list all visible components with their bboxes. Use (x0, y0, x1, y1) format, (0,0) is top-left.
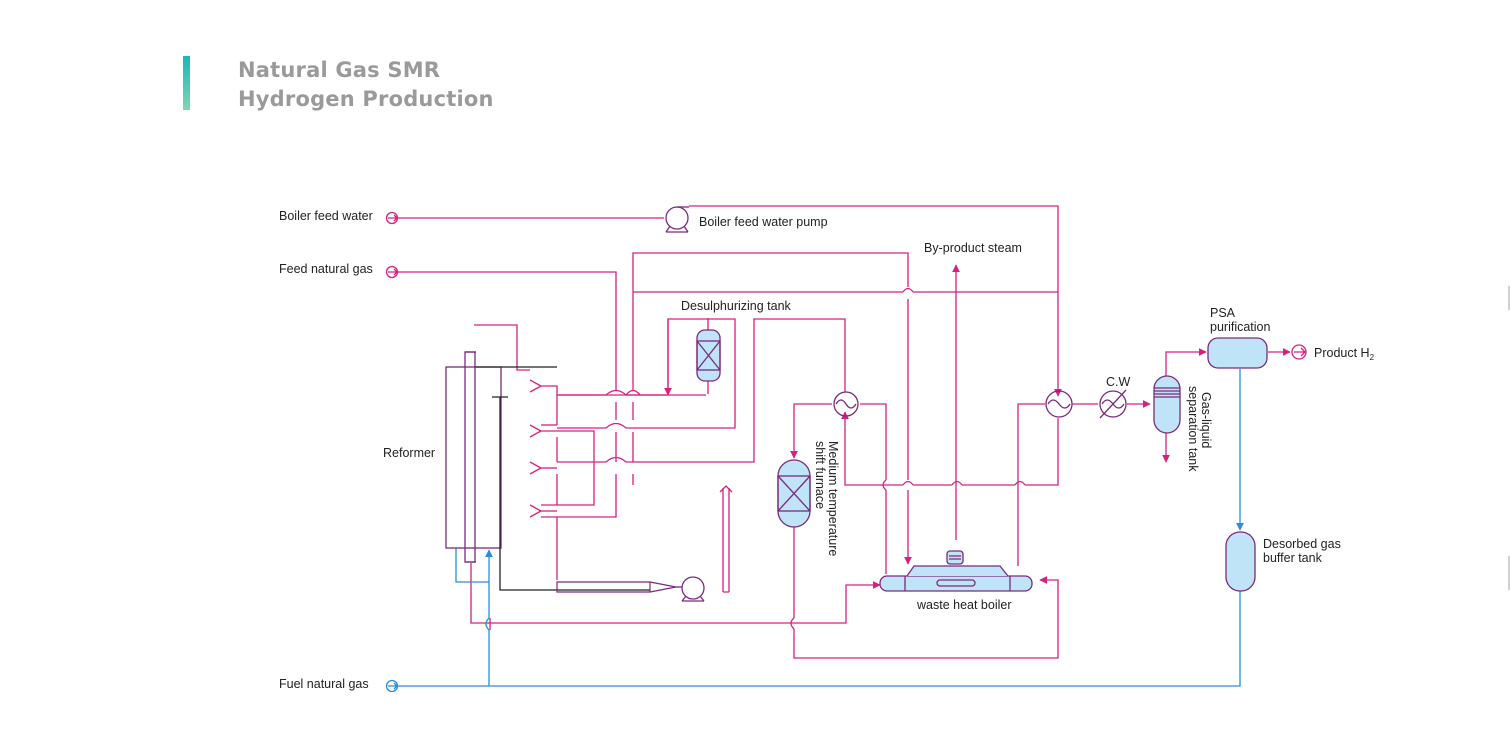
burner-line (492, 396, 650, 591)
desorbed-gas-buffer-tank (1225, 531, 1256, 592)
circulation-pump (676, 576, 705, 602)
heat-exchanger-2 (1045, 390, 1073, 418)
edge-mark (1508, 286, 1510, 310)
label-fuel-natural-gas: Fuel natural gas (279, 677, 369, 691)
heat-exchanger-1 (833, 391, 859, 417)
label-reformer: Reformer (383, 446, 435, 460)
reformer-coil-4 (529, 504, 543, 518)
label-desorbed-line-1: Desorbed gas (1263, 537, 1341, 551)
label-feed-natural-gas: Feed natural gas (279, 262, 373, 276)
inlet-feed-natural-gas (385, 265, 399, 279)
edge-mark (1508, 556, 1510, 590)
line-bfw-to-exchanger (689, 205, 1062, 397)
line-to-psa (1165, 348, 1207, 378)
line-mts-out (793, 527, 1059, 659)
stack (722, 488, 730, 593)
process-lines (398, 205, 1291, 659)
desulphurizing-tank (696, 329, 721, 382)
psa-purification-unit (1207, 337, 1268, 369)
label-mts-line-1: Medium temperature (826, 441, 840, 556)
reformer-tube-caps (465, 351, 476, 563)
medium-temperature-shift-furnace (777, 459, 811, 528)
label-product-h2: Product H2 (1314, 346, 1375, 362)
label-desulphurizing-tank: Desulphurizing tank (681, 299, 792, 313)
line-fuel-natural-gas (398, 590, 1241, 687)
line-crossovers (605, 287, 1026, 630)
label-gas-liquid-line-1: Gas-liquid (1199, 392, 1213, 448)
line-feed-gas (398, 271, 617, 485)
line-reformer-bottom (470, 563, 794, 624)
line-to-waste-boiler (632, 252, 908, 564)
reformer-link-1 (541, 385, 558, 395)
line-reformer-top (474, 324, 530, 371)
ejector-nozzle (649, 581, 677, 593)
label-boiler-feed-water-pump: Boiler feed water pump (699, 215, 828, 229)
reformer-coil-3 (529, 461, 543, 475)
page-title: Natural Gas SMR Hydrogen Production (238, 56, 494, 114)
label-mts-line-2: shift furnace (813, 441, 827, 509)
title-accent-bar (183, 56, 190, 110)
reformer-coil-1 (529, 379, 543, 393)
label-by-product-steam: By-product steam (924, 241, 1022, 255)
reformer-tube (464, 351, 476, 563)
line-desulph-loop (557, 318, 736, 429)
line-fuel-left (455, 548, 489, 583)
reformer-link-4 (541, 485, 617, 518)
label-boiler-feed-water: Boiler feed water (279, 209, 373, 223)
line-exch1-right (860, 403, 887, 574)
reformer-shell (445, 366, 502, 549)
label-psa-line-1: PSA (1210, 306, 1236, 320)
outlet-product-h2 (1291, 344, 1307, 360)
reformer-link-2 (541, 430, 595, 506)
label-desorbed-line-2: buffer tank (1263, 551, 1323, 565)
line-exch1-to-mts (790, 403, 832, 459)
label-product-h2-subscript: 2 (1370, 353, 1375, 362)
inlet-fuel-natural-gas (385, 679, 399, 693)
inlet-boiler-feed-water (385, 211, 399, 225)
reformer (445, 351, 677, 593)
label-waste-heat-boiler: waste heat boiler (916, 598, 1012, 612)
cooler-cw (1099, 389, 1127, 419)
fuel-lines (398, 369, 1244, 687)
line-to-exchanger1 (557, 318, 846, 463)
label-cw: C.W (1106, 375, 1131, 389)
stack-top (719, 485, 733, 493)
title-line-1: Natural Gas SMR (238, 58, 441, 82)
gas-liquid-separation-tank (1153, 375, 1181, 434)
line-main-return (844, 418, 1059, 486)
label-product-h2-main: Product H (1314, 346, 1370, 360)
boiler-feed-water-pump (665, 206, 689, 233)
title-line-2: Hydrogen Production (238, 87, 494, 111)
label-gas-liquid-line-2: separation tank (1186, 386, 1200, 472)
reformer-coil-2 (529, 424, 543, 438)
line-exch2-left (1017, 403, 1045, 566)
line-to-waste-heat (794, 581, 881, 624)
waste-heat-boiler (879, 550, 1033, 592)
label-psa-line-2: purification (1210, 320, 1270, 334)
fuel-crossover (485, 617, 490, 631)
